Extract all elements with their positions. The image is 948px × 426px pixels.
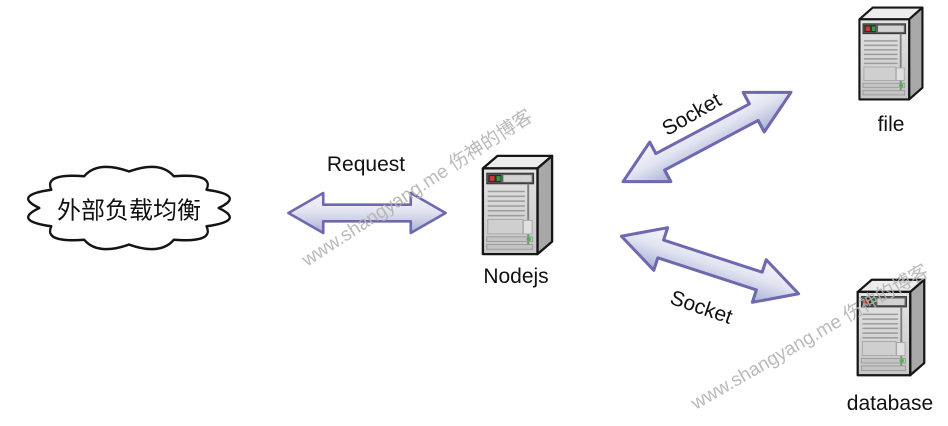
file-server-icon — [858, 6, 924, 101]
file-label: file — [877, 113, 905, 136]
request-label: Request — [326, 153, 406, 176]
double-arrow-icon — [610, 71, 804, 203]
nodejs-label: Nodejs — [483, 265, 549, 288]
nodejs-server-icon — [481, 154, 554, 256]
cloud-label: 外部负载均衡 — [57, 197, 201, 225]
socket-arrow-file — [607, 66, 806, 207]
database-label: database — [846, 392, 934, 415]
